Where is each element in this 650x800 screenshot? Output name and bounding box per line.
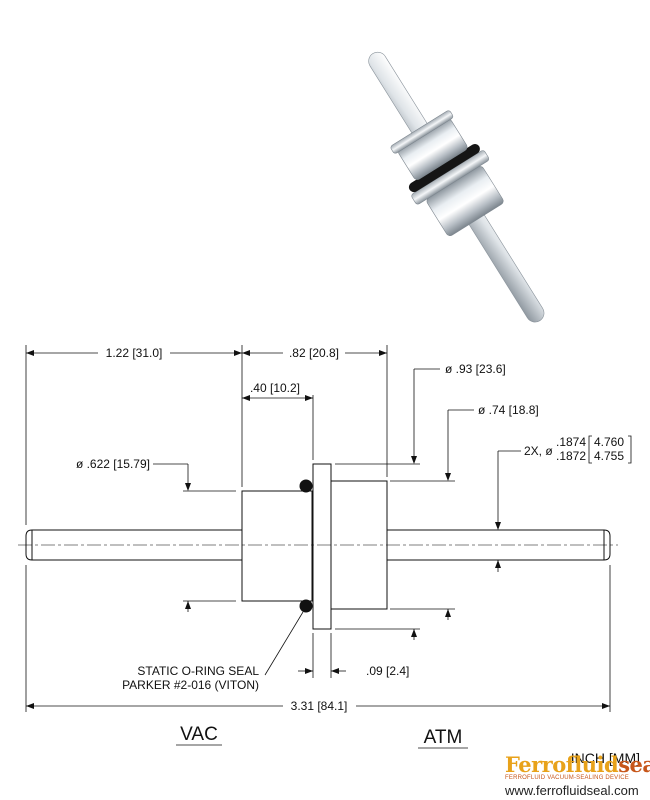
vac-side-label: VAC [180,724,218,745]
dim-atm-body-length: .82 [20.8] [289,346,339,360]
atm-body-outline [330,480,388,610]
dim-shaft-inch-min: .1872 [556,449,586,463]
oring-top [299,479,313,493]
dim-shaft-inch-max: .1874 [556,435,586,449]
oring-bottom [299,599,313,613]
logo-word-part1: Ferrofluid [505,752,619,777]
render-oring [408,143,480,193]
oring-callout-line1: STATIC O-RING SEAL [137,664,259,678]
product-render [368,51,545,323]
dim-od-atm-body: ø .74 [18.8] [478,403,539,417]
dim-shaft-qty: 2X, ø [524,444,553,458]
dim-overall-length: 3.31 [84.1] [291,699,348,713]
dim-flange-thickness: .09 [2.4] [366,664,409,678]
dim-od-large: ø .93 [23.6] [445,362,506,376]
atm-shaft-outline [387,529,611,561]
flange-outline [312,463,332,630]
atm-side-label: ATM [424,727,463,748]
logo-word-part2: seal [618,752,650,777]
logo-tagline: FERROFLUID VACUUM-SEALING DEVICE [505,775,629,781]
dim-flange-offset: .40 [10.2] [250,381,300,395]
dim-od-vac-body: ø .622 [15.79] [76,457,150,471]
vac-shaft-outline [25,529,242,561]
units-label: INCH [MM] [571,750,640,766]
dim-shaft-mm-max: 4.760 [594,435,624,449]
vac-body-outline [241,490,313,602]
ferrofluidseal-logo: Ferrofluidseal [505,752,650,777]
orthographic-view [18,345,632,749]
oring-callout-line2: PARKER #2-016 (VITON) [122,678,259,692]
website-url[interactable]: www.ferrofluidseal.com [505,783,639,798]
dim-shaft-mm-min: 4.755 [594,449,624,463]
dim-vac-shaft-length: 1.22 [31.0] [106,346,163,360]
